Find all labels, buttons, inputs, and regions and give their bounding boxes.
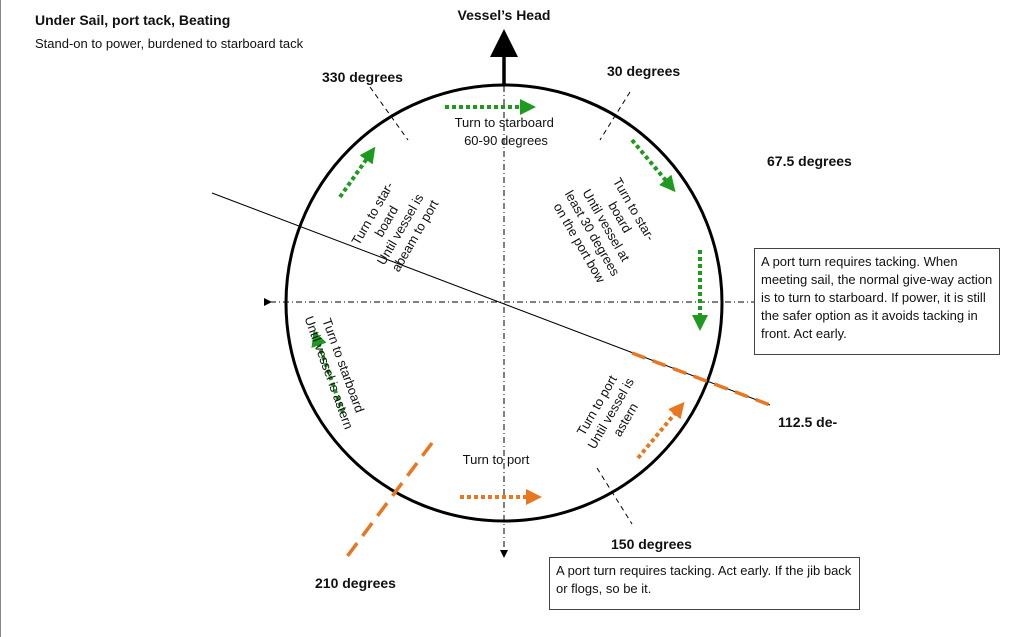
compass-circle [284, 83, 724, 523]
astern-note-text: A port turn requires tacking. Act early.… [556, 563, 852, 596]
vessel-head-label: Vessel’s Head [458, 7, 551, 23]
astern-note-box: A port turn requires tacking. Act early.… [549, 557, 860, 610]
sector-astern-text: Turn to port [463, 452, 530, 467]
orange-arrow-starboard-quarter [636, 401, 685, 460]
tick-30 [599, 91, 631, 141]
green-arrow-port-bow [338, 146, 376, 199]
label-150: 150 degrees [611, 536, 692, 552]
green-arrow-starboard-bow [630, 138, 676, 193]
tick-112-orange [631, 351, 771, 407]
tick-150 [596, 467, 633, 525]
label-210: 210 degrees [315, 575, 396, 591]
diagram-subtitle: Stand-on to power, burdened to starboard… [35, 36, 304, 51]
sector-port-quarter-text: Turn to starboard Until vessel is astern [302, 309, 372, 432]
label-330: 330 degrees [322, 69, 403, 85]
starboard-note-text: A port turn requires tacking. When meeti… [761, 254, 993, 341]
tick-330 [369, 86, 409, 141]
label-67-5: 67.5 degrees [767, 153, 852, 169]
label-30: 30 degrees [607, 63, 680, 79]
label-112-5: 112.5 de- [778, 414, 837, 430]
sector-port-bow-text: Turn to star- board Until vessel is abea… [346, 172, 442, 275]
starboard-note-box: A port turn requires tacking. When meeti… [754, 248, 1000, 355]
sector-ahead-text: Turn to starboard 60-90 degrees [455, 115, 558, 148]
sector-starboard-bow-text: Turn to star- board Until vessel at leas… [548, 164, 666, 290]
sector-starboard-quarter-text: Turn to port Until vessel is astern [570, 364, 652, 459]
diagram-title: Under Sail, port tack, Beating [35, 12, 231, 28]
page-edge [0, 0, 1, 637]
